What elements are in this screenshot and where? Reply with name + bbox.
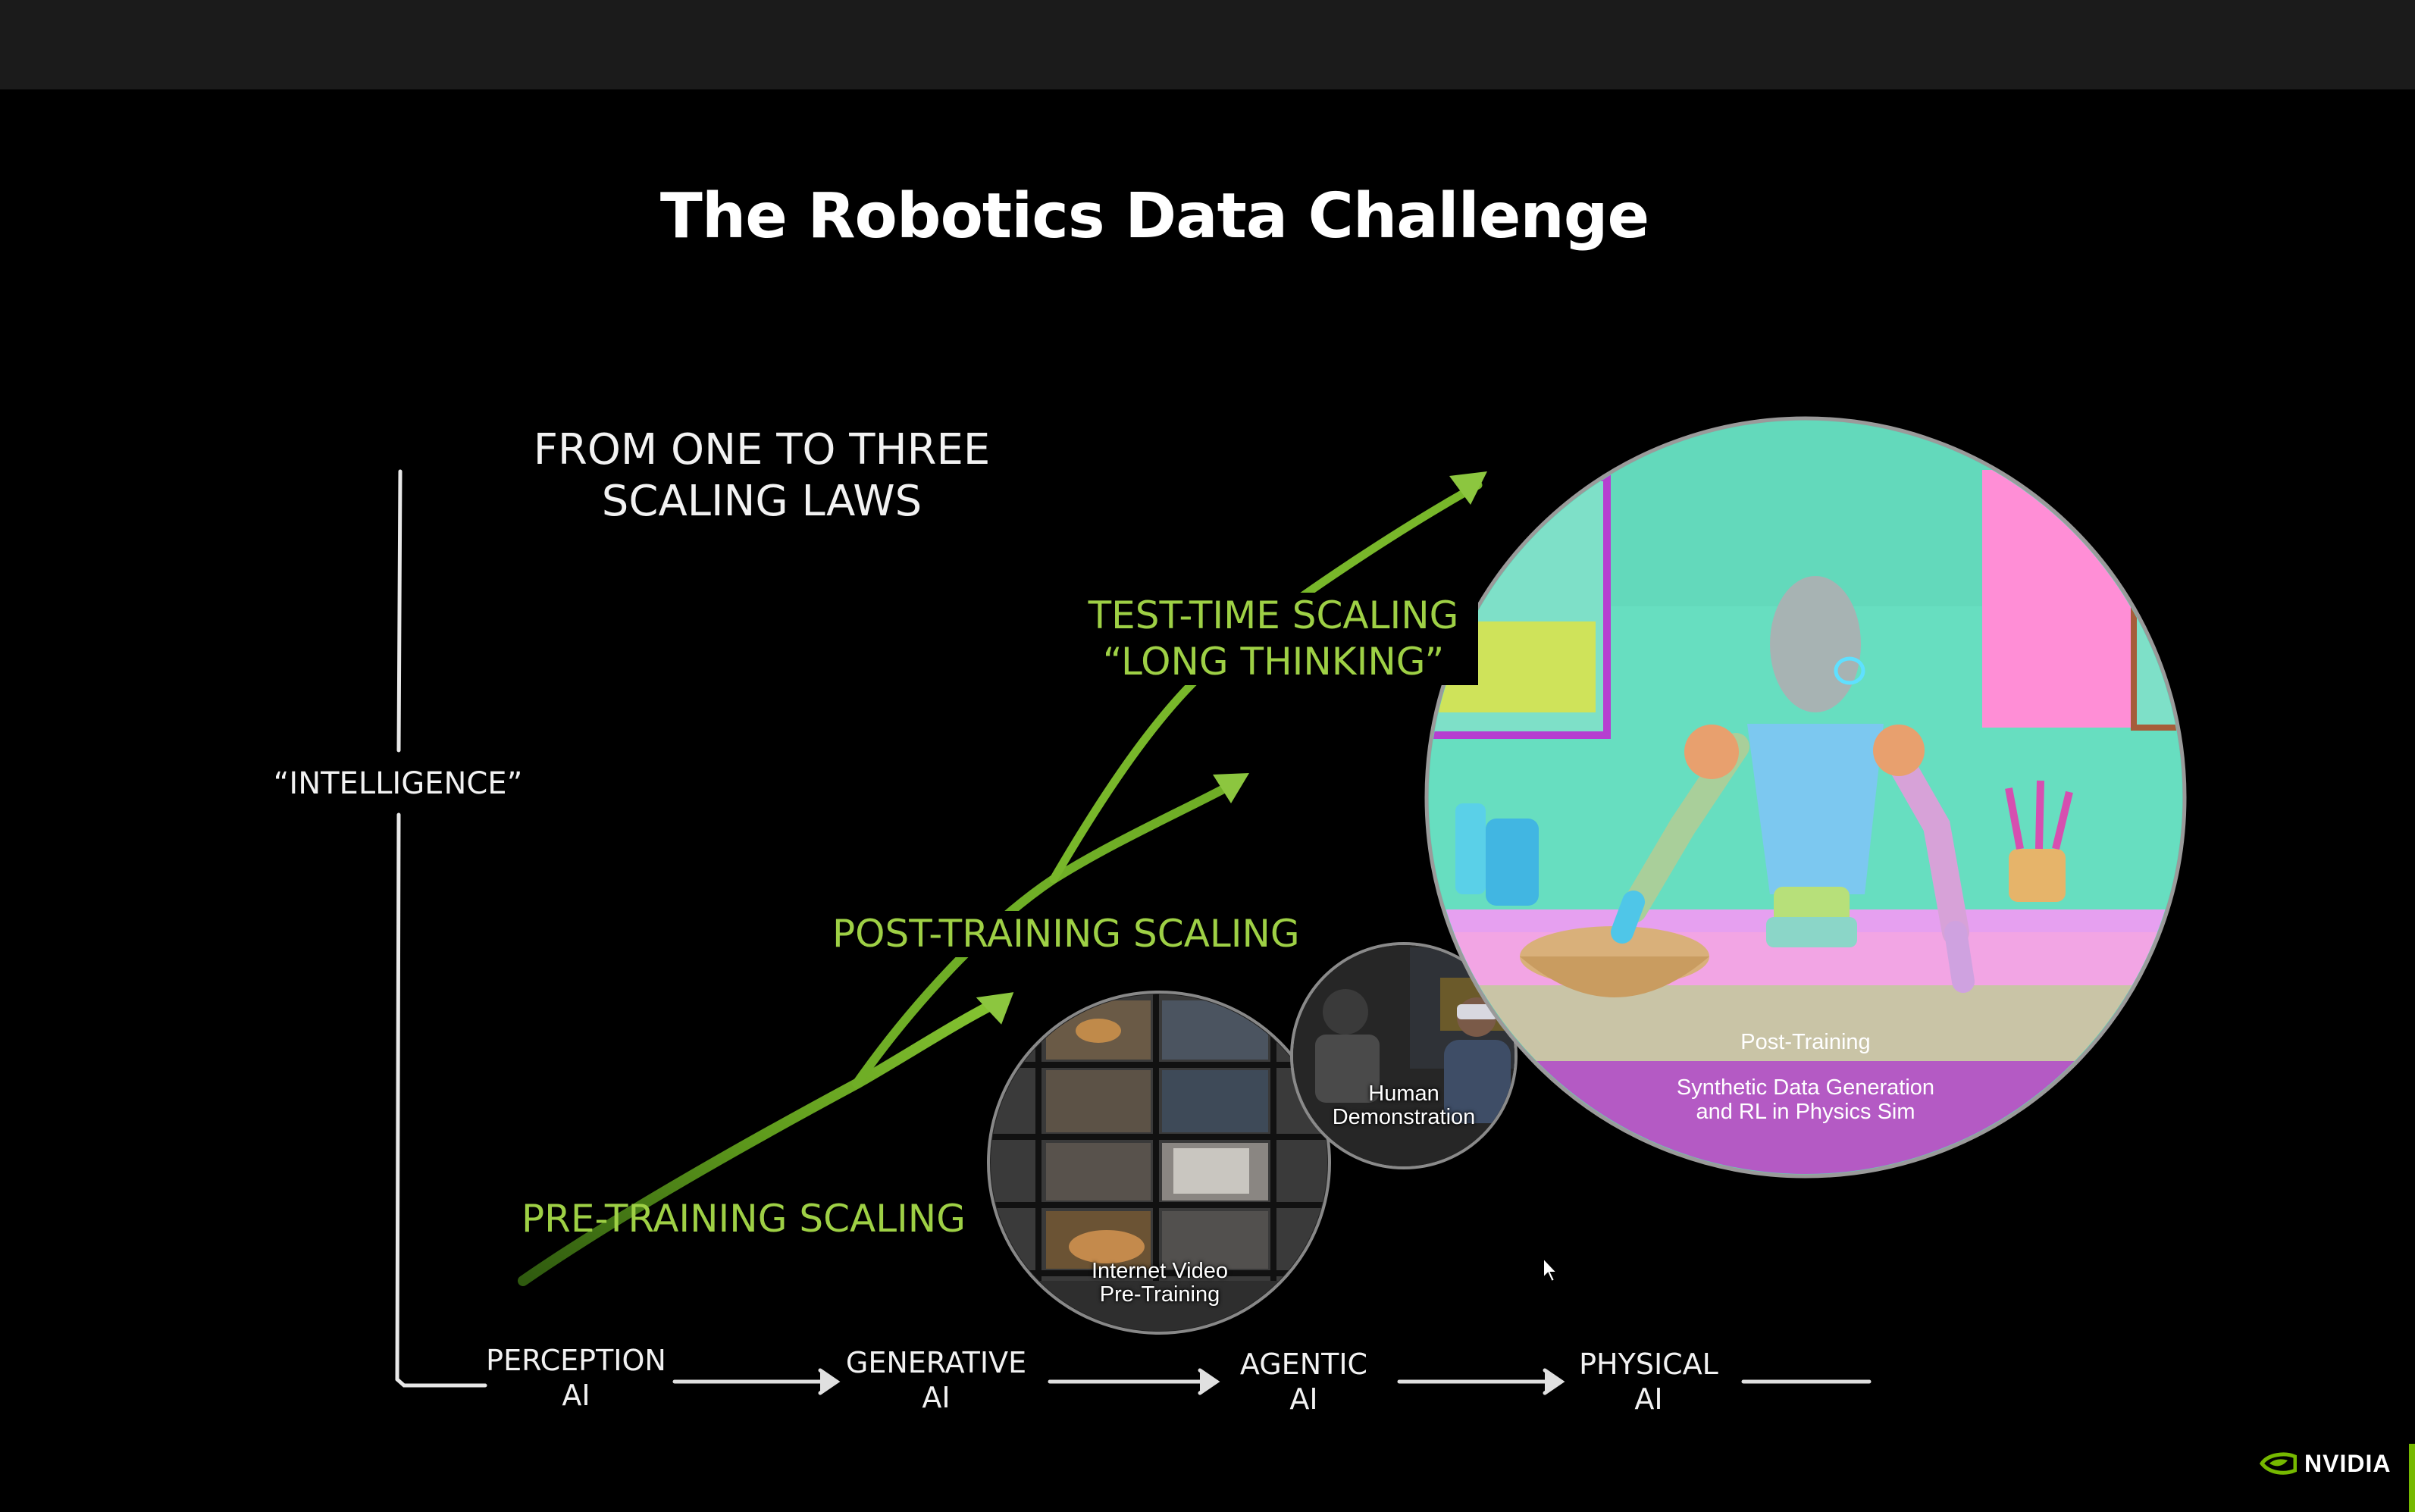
post-training-scaling-label: POST-TRAINING SCALING — [832, 911, 1300, 957]
caption-line-1: Internet Video — [1091, 1259, 1229, 1283]
heading-line-2: SCALING LAWS — [601, 477, 922, 527]
stage-label-line-1: PHYSICAL — [1579, 1348, 1718, 1381]
stage-generative-ai: GENERATIVE AI — [815, 1345, 1057, 1416]
synthetic-data-caption: Synthetic Data Generation and RL in Phys… — [1578, 1075, 2033, 1125]
stage-label-line-2: AI — [1634, 1382, 1663, 1417]
brand-name: NVIDIA — [2304, 1449, 2392, 1477]
stage-perception-ai: PERCEPTION AI — [455, 1343, 697, 1413]
test-time-scaling-line-2: “LONG THINKING” — [1102, 640, 1445, 684]
y-axis — [395, 469, 487, 1388]
heading: FROM ONE TO THREE SCALING LAWS — [523, 424, 1001, 528]
stage-label-line-2: AI — [1289, 1382, 1318, 1417]
human-demonstration-caption: Human Demonstration — [1298, 1082, 1510, 1129]
pre-training-arrowhead — [976, 992, 1014, 1025]
post-training-circle — [1424, 416, 2187, 1179]
heading-line-1: FROM ONE TO THREE — [533, 425, 991, 474]
post-training-curve — [852, 782, 1233, 1088]
nvidia-logo: NVIDIA — [2259, 1445, 2391, 1482]
pre-training-curve — [518, 995, 1006, 1286]
caption-line-2: Pre-Training — [1099, 1282, 1220, 1307]
stage-label-line-2: AI — [562, 1379, 590, 1413]
stage-label-line-1: AGENTIC — [1239, 1348, 1368, 1381]
mouse-cursor-icon — [1543, 1257, 1559, 1283]
pre-training-scaling-label: PRE-TRAINING SCALING — [522, 1197, 966, 1241]
brand-accent-bar — [2409, 1444, 2415, 1512]
internet-video-circle — [987, 991, 1331, 1335]
test-time-scaling-line-1: TEST-TIME SCALING — [1088, 593, 1459, 637]
caption-line-2: and RL in Physics Sim — [1696, 1099, 1915, 1124]
nvidia-eye-icon — [2259, 1452, 2297, 1475]
y-axis-label: “INTELLIGENCE” — [273, 765, 523, 803]
post-training-arrowhead — [1213, 773, 1249, 803]
curve-arrowheads — [976, 471, 1487, 1025]
stage-physical-ai: PHYSICAL AI — [1527, 1347, 1770, 1417]
test-time-scaling-label: TEST-TIME SCALING “LONG THINKING” — [1069, 593, 1478, 685]
stage-label-line-1: PERCEPTION — [486, 1344, 666, 1377]
caption-line-2: Demonstration — [1332, 1105, 1476, 1130]
top-bar — [0, 0, 2415, 89]
slide-title: The Robotics Data Challenge — [659, 180, 1649, 252]
test-time-arrowhead — [1449, 471, 1487, 505]
stage-agentic-ai: AGENTIC AI — [1182, 1347, 1425, 1417]
stage-label-line-1: GENERATIVE — [845, 1346, 1027, 1379]
internet-video-caption: Internet Video Pre-Training — [1046, 1259, 1273, 1307]
x-axis-arrows — [672, 1368, 1872, 1395]
stage-label-line-2: AI — [922, 1381, 951, 1415]
caption-line-1: Human — [1368, 1082, 1439, 1106]
post-training-caption: Post-Training — [1740, 1030, 1871, 1054]
caption-line-1: Synthetic Data Generation — [1676, 1075, 1935, 1100]
